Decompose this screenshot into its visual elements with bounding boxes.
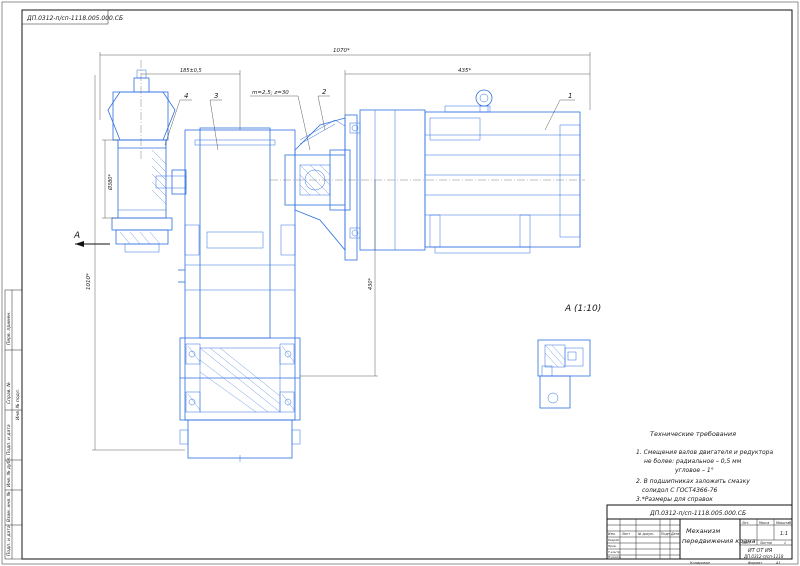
side-strip: Перв. примен. Справ. № Подп. и дата Инв.…: [4, 289, 23, 560]
tb-org-2: ДП.0312-п/сп-1118: [743, 554, 784, 559]
lifting-eye: [475, 89, 493, 107]
lower-wheel-housing: [187, 419, 293, 459]
dim-motor-length: 435*: [458, 68, 471, 74]
technical-requirements: Технические требования 1. Смещения валов…: [636, 430, 773, 503]
side-label-0: Перв. примен.: [6, 311, 12, 345]
side-label-1: Справ. №: [6, 382, 12, 404]
position-1: 1: [568, 92, 572, 100]
view-a-title: A (1:10): [564, 304, 601, 314]
tb-row-0: Изм.: [608, 532, 616, 536]
gear-params: m=2,5; z=30: [252, 90, 289, 96]
requirement-line-2: не более: радиальное – 0,5 мм: [644, 458, 742, 465]
dim-overall-length: 1070*: [333, 48, 350, 54]
header-stamp-box: [21, 9, 109, 25]
view-a-detail: [537, 339, 591, 409]
title-name-2: передвижения крана: [682, 537, 756, 545]
tb-col-mass: Масса: [759, 521, 769, 525]
requirement-line-3: угловое – 1°: [674, 467, 714, 474]
tb-scale: 1:1: [780, 531, 788, 537]
tb-col-scale: Масштаб: [776, 521, 791, 525]
tb-role-2: Т.контр.: [608, 550, 621, 554]
position-2: 2: [322, 88, 327, 96]
tb-format-value: А1: [775, 561, 781, 565]
title-doc-code: ДП.0312-п/сп-1118.005.000.СБ: [649, 510, 746, 517]
tb-sheets: Листов: [759, 541, 772, 545]
side-label-2: Подп. и дата: [6, 424, 12, 455]
requirement-line-6: 3.*Размеры для справок: [636, 496, 713, 503]
tb-row-2: № докум.: [637, 532, 654, 536]
position-3: 3: [214, 92, 218, 100]
tb-role-0: Разраб.: [608, 538, 620, 542]
tb-row-1: Лист: [621, 532, 630, 536]
view-arrow-label: A: [73, 231, 80, 241]
dim-offset-shaft: 185±0,5: [180, 68, 202, 74]
tb-role-4: Н.контр.: [608, 555, 621, 559]
tb-sheet: Лист: [741, 541, 750, 545]
electric-motor: [424, 111, 581, 248]
dim-diameter: Ø380*: [107, 174, 114, 191]
tb-copied: Копировал: [690, 561, 711, 565]
requirements-title: Технические требования: [650, 430, 736, 438]
gearbox-housing: [184, 129, 296, 421]
side-label-6: Инв. № подл.: [15, 389, 21, 420]
tb-role-1: Пров.: [608, 544, 617, 548]
requirement-line-1: 1. Смещения валов двигателя и редуктора: [636, 449, 773, 456]
brake-unit: [112, 91, 169, 141]
side-label-3: Инв. № дубл.: [6, 456, 12, 487]
title-block: ДП.0312-п/сп-1118.005.000.СБ Изм. Лист №…: [606, 504, 793, 565]
position-4: 4: [184, 92, 188, 100]
dim-overall-height: 1010*: [86, 273, 92, 290]
header-stamp: ДП.0312-п/сп-1118.005.000.СБ: [26, 15, 123, 22]
tb-row-3: Подп.: [661, 532, 671, 536]
requirement-line-5: солидол С ГОСТ4366-76: [642, 487, 718, 494]
tb-row-4: Дата: [670, 532, 679, 536]
side-label-5: Подп. и дата: [6, 525, 12, 556]
inner-frame: [21, 9, 793, 560]
assembly-main-view: [107, 60, 585, 462]
tb-format: Формат: [748, 561, 763, 565]
tb-sheets-count: 1: [784, 541, 786, 545]
requirement-line-4: 2. В подшипниках заложить смазку: [636, 478, 750, 485]
side-label-4: Взам. инв. №: [6, 491, 12, 522]
tb-org-1: ИТ ОТ ИЯ: [748, 548, 773, 554]
dim-height-right: 430*: [368, 277, 374, 290]
dimensions: 1070* 185±0,5 435* Ø380* 1010* 430* m=2,…: [73, 48, 591, 451]
brake-drum: [117, 139, 167, 219]
title-name-1: Механизм: [686, 527, 720, 535]
tb-col-lit: Лит.: [741, 521, 749, 525]
